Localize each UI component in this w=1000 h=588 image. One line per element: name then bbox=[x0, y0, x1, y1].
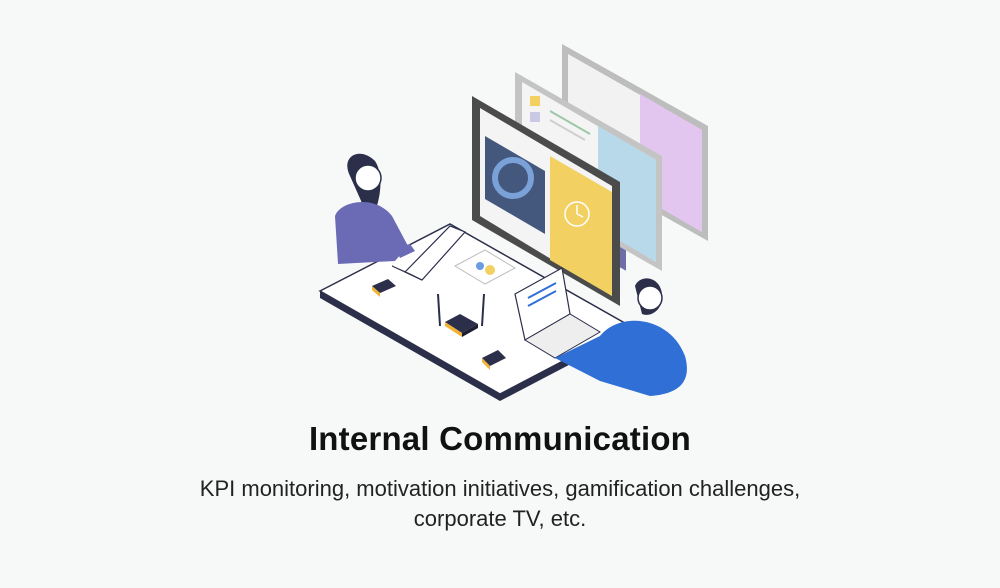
clock-icon bbox=[564, 201, 590, 227]
woman-figure bbox=[335, 153, 415, 264]
section-heading: Internal Communication bbox=[308, 420, 692, 457]
front-display-screen bbox=[472, 96, 620, 306]
laptop-icon bbox=[514, 267, 601, 359]
laptop-icon bbox=[391, 225, 467, 281]
description-line-1: KPI monitoring, motivation initiatives, … bbox=[199, 476, 801, 501]
description-line-2: corporate TV, etc. bbox=[413, 506, 587, 531]
hero-illustration bbox=[300, 36, 730, 421]
section-description: KPI monitoring, motivation initiatives, … bbox=[150, 474, 850, 534]
dongle-icon bbox=[372, 279, 396, 297]
router-icon bbox=[437, 293, 485, 337]
man-figure bbox=[555, 278, 687, 396]
dongle-icon bbox=[482, 350, 506, 370]
document-sheet bbox=[453, 249, 517, 285]
